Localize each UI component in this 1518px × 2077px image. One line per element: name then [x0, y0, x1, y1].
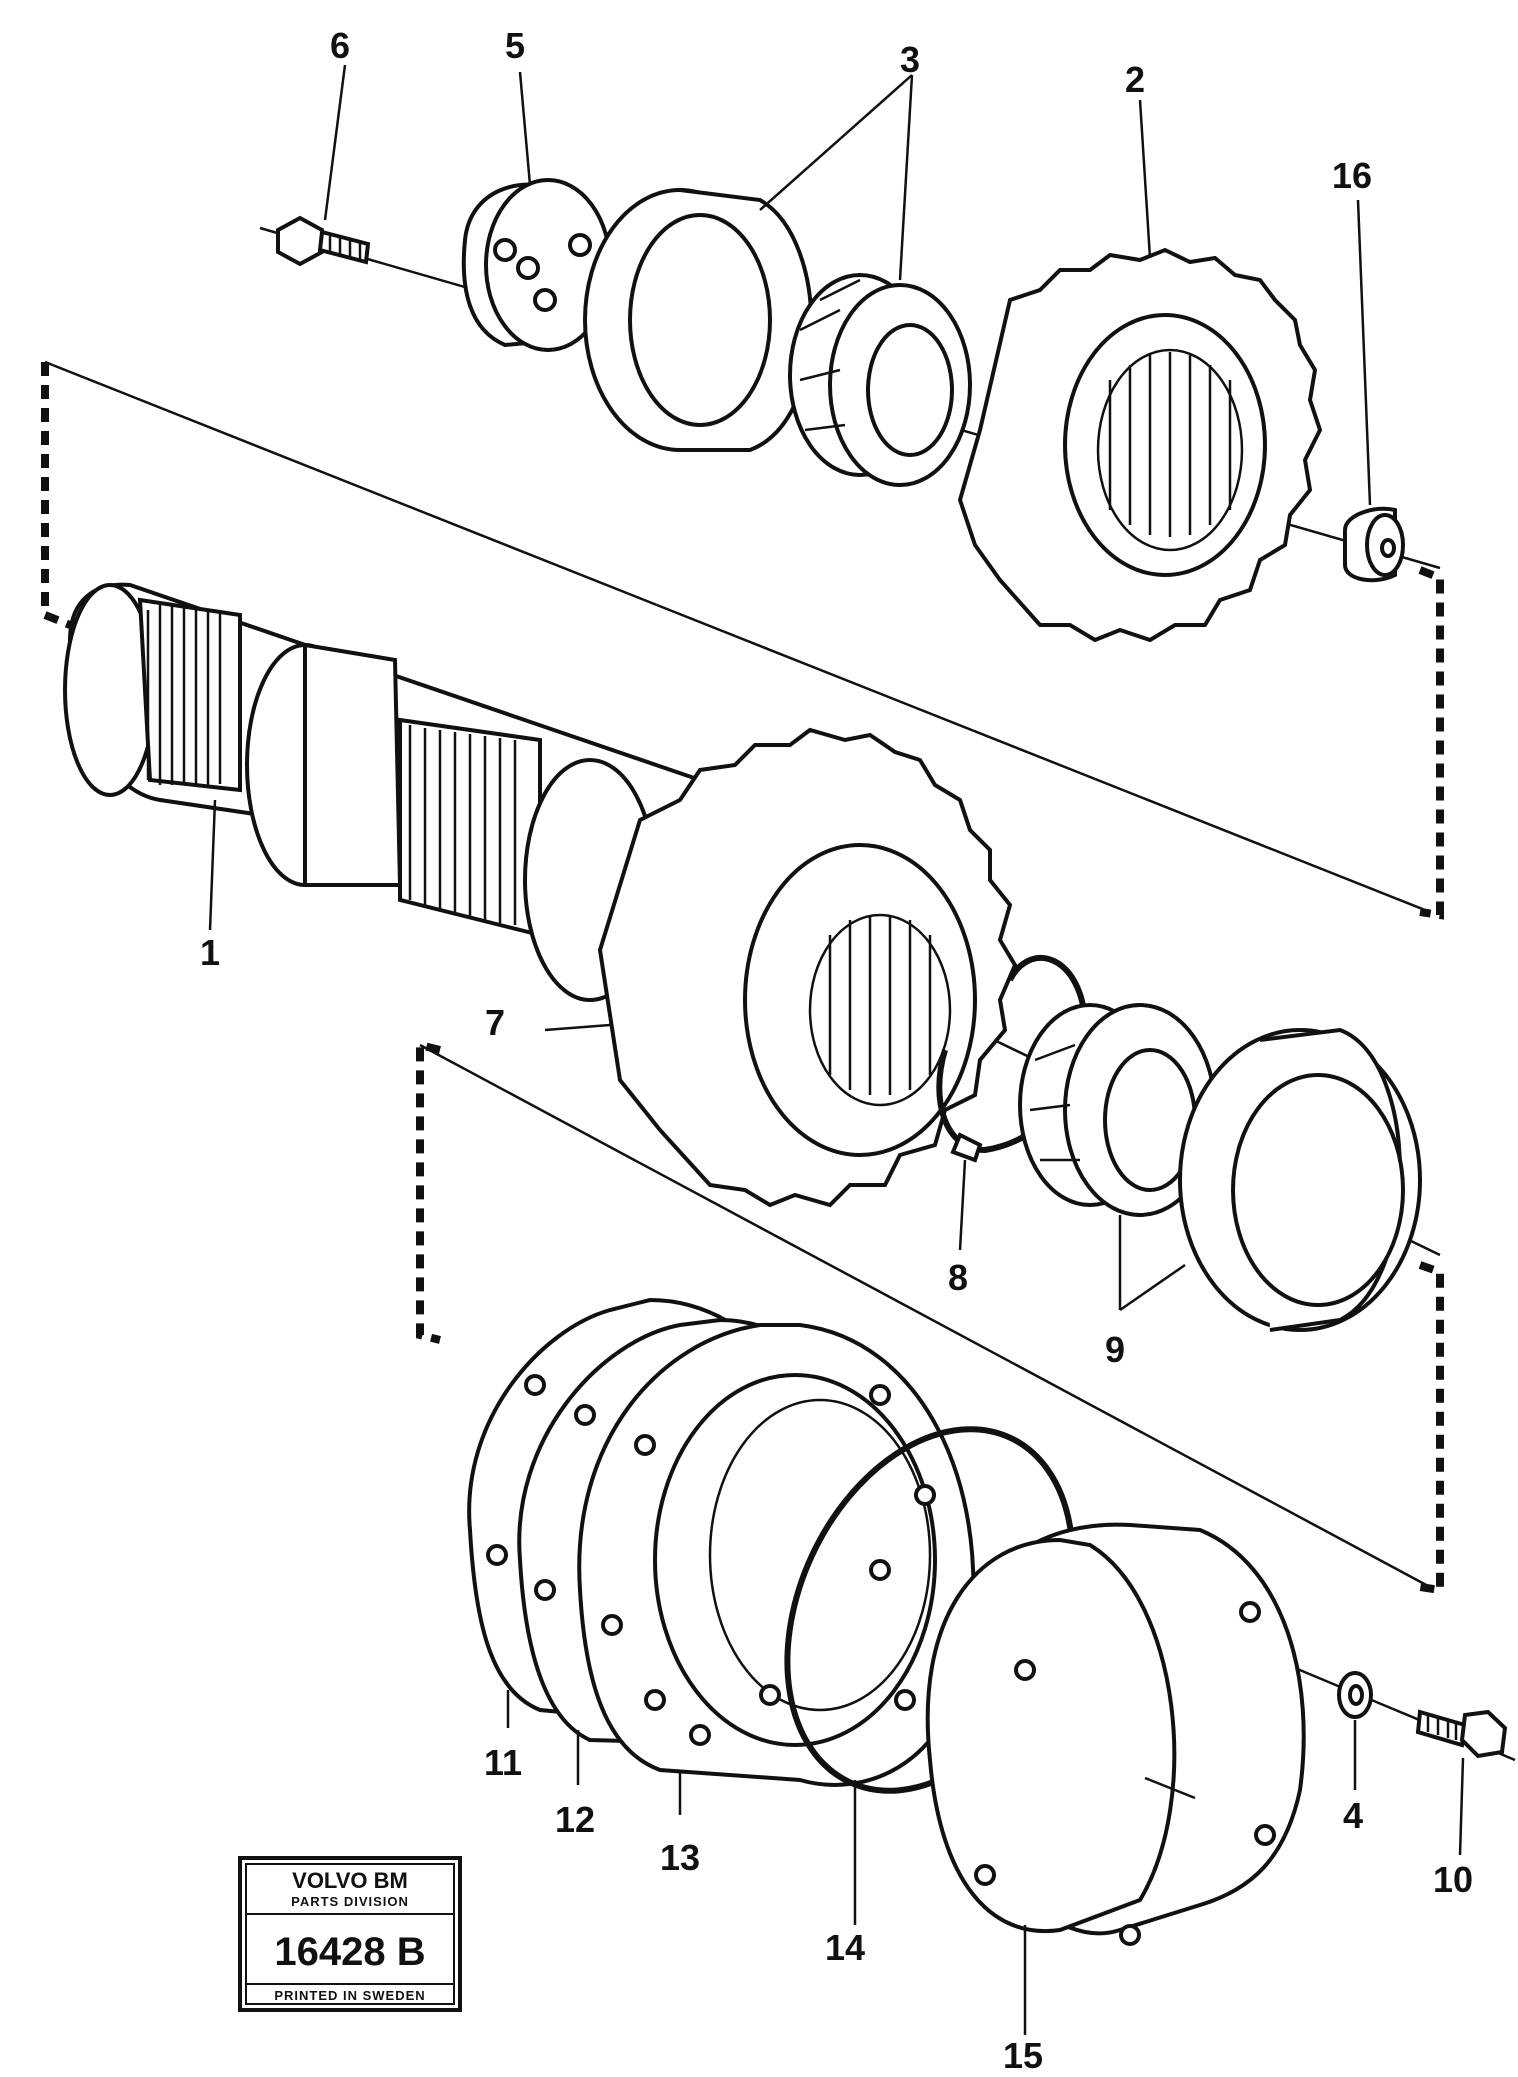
lower-bracket-line — [419, 1043, 1431, 1589]
cover-plate-part-5 — [461, 178, 612, 352]
spur-gear-part-7 — [597, 727, 1018, 1208]
callout-2: 2 — [1125, 59, 1145, 100]
callout-7: 7 — [485, 1002, 505, 1043]
shaft-part-1 — [63, 582, 702, 1002]
stamp-division: PARTS DIVISION — [291, 1894, 409, 1909]
leader-2 — [1138, 99, 1152, 259]
bearing-retainer-part-13 — [577, 1323, 976, 1787]
bearing-cup-part-9 — [1178, 1027, 1422, 1332]
plug-part-16 — [1343, 506, 1405, 583]
callout-4: 4 — [1343, 1795, 1363, 1836]
callout-16: 16 — [1332, 155, 1372, 196]
stamp-code: 16428 B — [274, 1930, 425, 1974]
callout-11: 11 — [484, 1742, 522, 1783]
callout-15: 15 — [1003, 2035, 1043, 2076]
callout-1: 1 — [200, 932, 220, 973]
bearing-cup-part-3 — [583, 188, 814, 452]
leader-16 — [1356, 199, 1372, 506]
spur-gear-part-2 — [957, 247, 1323, 643]
bearing-cone-part-9 — [1018, 1003, 1217, 1217]
leader-5 — [518, 71, 532, 186]
callout-6: 6 — [330, 25, 350, 66]
leader-6 — [323, 64, 347, 221]
washer-part-4 — [1337, 1671, 1373, 1719]
bolt-part-6 — [276, 215, 371, 267]
leader-8 — [958, 1159, 967, 1251]
leader-10 — [1458, 1757, 1465, 1856]
stamp-footer: PRINTED IN SWEDEN — [274, 1988, 425, 2003]
end-cover-part-15 — [925, 1522, 1306, 1946]
callout-9: 9 — [1105, 1329, 1125, 1370]
lower-assembly — [467, 1297, 1516, 2035]
leader-1 — [208, 799, 217, 931]
bearing-cone-part-3 — [788, 273, 972, 487]
leader-3a — [759, 74, 913, 211]
callout-14: 14 — [825, 1927, 865, 1968]
stamp-brand: VOLVO BM — [292, 1868, 408, 1893]
leader-3b — [898, 74, 914, 281]
callout-8: 8 — [948, 1257, 968, 1298]
dashed-bracket-upper-left — [41, 362, 72, 629]
parts-division-stamp: VOLVO BM PARTS DIVISION 16428 B PRINTED … — [238, 1856, 462, 2012]
callout-labels: 6 5 3 2 16 1 7 8 9 11 12 13 14 15 4 10 — [200, 25, 1473, 2076]
callout-13: 13 — [660, 1837, 700, 1878]
middle-assembly — [63, 582, 1441, 1332]
upper-bracket-line — [44, 360, 1431, 914]
upper-assembly — [259, 64, 1441, 643]
dashed-bracket-lower-left — [416, 1039, 441, 1344]
callout-5: 5 — [505, 25, 525, 66]
dashed-bracket-upper-right — [1418, 566, 1444, 920]
bolt-part-10 — [1415, 1709, 1508, 1759]
dashed-bracket-lower-right — [1418, 1261, 1444, 1595]
leader-7 — [544, 1023, 611, 1032]
callout-12: 12 — [555, 1799, 595, 1840]
leader-9b — [1119, 1263, 1186, 1312]
callout-10: 10 — [1433, 1859, 1473, 1900]
callout-3: 3 — [900, 39, 920, 80]
